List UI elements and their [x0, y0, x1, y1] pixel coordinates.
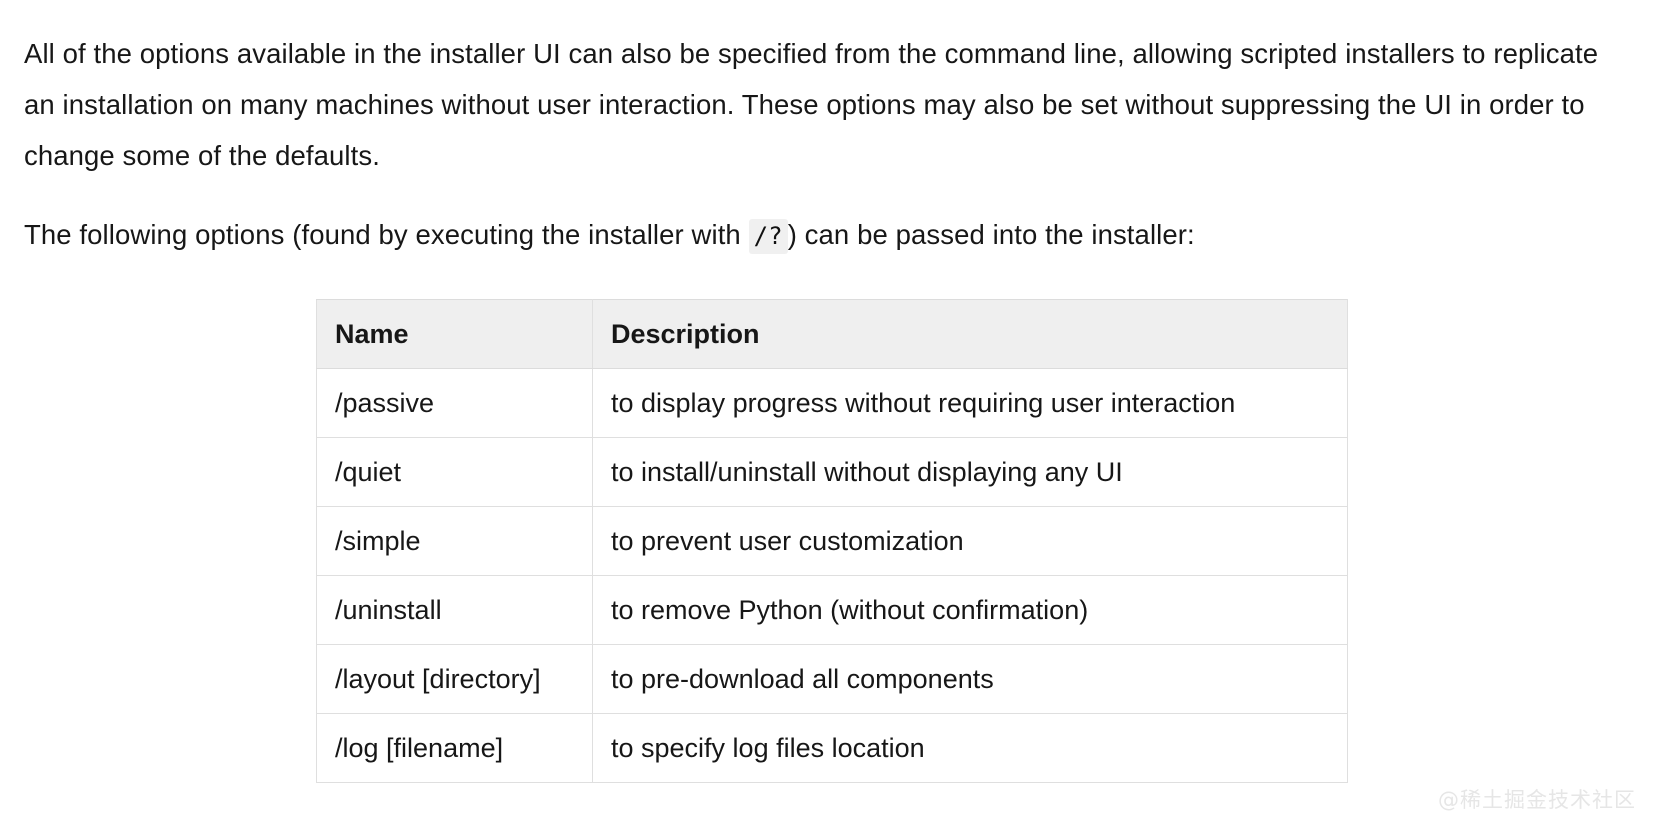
table-row: /simple to prevent user customization — [316, 506, 1348, 576]
cell-option-description: to display progress without requiring us… — [592, 368, 1348, 438]
cell-option-name: /passive — [316, 368, 593, 438]
cell-option-name: /uninstall — [316, 575, 593, 645]
table-header-row: Name Description — [316, 299, 1348, 369]
table-row: /uninstall to remove Python (without con… — [316, 575, 1348, 645]
cell-option-description: to remove Python (without confirmation) — [592, 575, 1348, 645]
table-row: /passive to display progress without req… — [316, 368, 1348, 438]
cell-option-description: to specify log files location — [592, 713, 1348, 783]
cell-option-description: to pre-download all components — [592, 644, 1348, 714]
options-paragraph-lead: The following options (found by executin… — [24, 219, 749, 250]
cell-option-name: /simple — [316, 506, 593, 576]
column-header-description: Description — [592, 299, 1348, 369]
table-row: /quiet to install/uninstall without disp… — [316, 437, 1348, 507]
options-table-container: Name Description /passive to display pro… — [24, 299, 1634, 783]
site-watermark: @稀土掘金技术社区 — [1438, 788, 1636, 812]
options-paragraph-tail: ) can be passed into the installer: — [787, 219, 1195, 250]
column-header-name: Name — [316, 299, 593, 369]
options-paragraph: The following options (found by executin… — [24, 181, 1634, 262]
table-body: /passive to display progress without req… — [316, 368, 1348, 783]
table-row: /log [filename] to specify log files loc… — [316, 713, 1348, 783]
inline-code-help-flag: /? — [748, 219, 788, 254]
cell-option-name: /quiet — [316, 437, 593, 507]
cell-option-name: /log [filename] — [316, 713, 593, 783]
table-row: /layout [directory] to pre-download all … — [316, 644, 1348, 714]
cell-option-description: to prevent user customization — [592, 506, 1348, 576]
table-head: Name Description — [316, 299, 1348, 369]
cell-option-name: /layout [directory] — [316, 644, 593, 714]
cell-option-description: to install/uninstall without displaying … — [592, 437, 1348, 507]
installer-options-table: Name Description /passive to display pro… — [316, 299, 1348, 783]
intro-paragraph: All of the options available in the inst… — [24, 38, 1599, 171]
